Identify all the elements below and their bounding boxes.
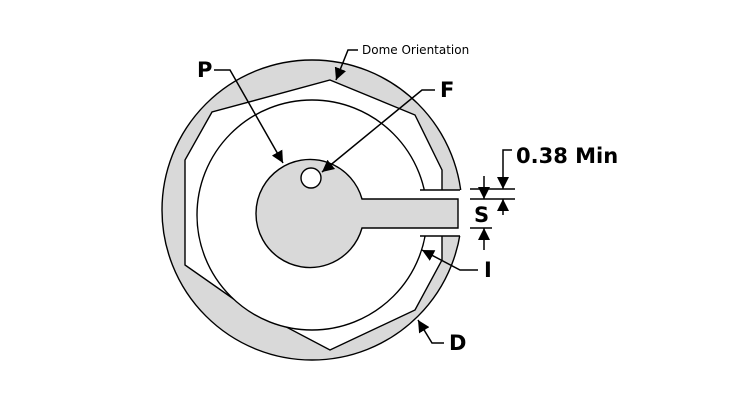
leader-f bbox=[321, 89, 435, 173]
label-i: I bbox=[484, 258, 492, 282]
hole-f bbox=[300, 167, 322, 189]
leader-dome-orientation bbox=[334, 49, 358, 81]
label-d: D bbox=[449, 331, 466, 355]
leader-d bbox=[417, 319, 444, 344]
label-p: P bbox=[197, 58, 212, 82]
label-f: F bbox=[440, 78, 454, 102]
label-dome-orientation: Dome Orientation bbox=[362, 43, 469, 57]
label-min-gap: 0.38 Min bbox=[516, 144, 618, 168]
leader-p bbox=[214, 69, 284, 164]
leader-min-gap bbox=[497, 149, 512, 189]
label-s: S bbox=[474, 203, 489, 227]
leader-i bbox=[421, 249, 478, 271]
